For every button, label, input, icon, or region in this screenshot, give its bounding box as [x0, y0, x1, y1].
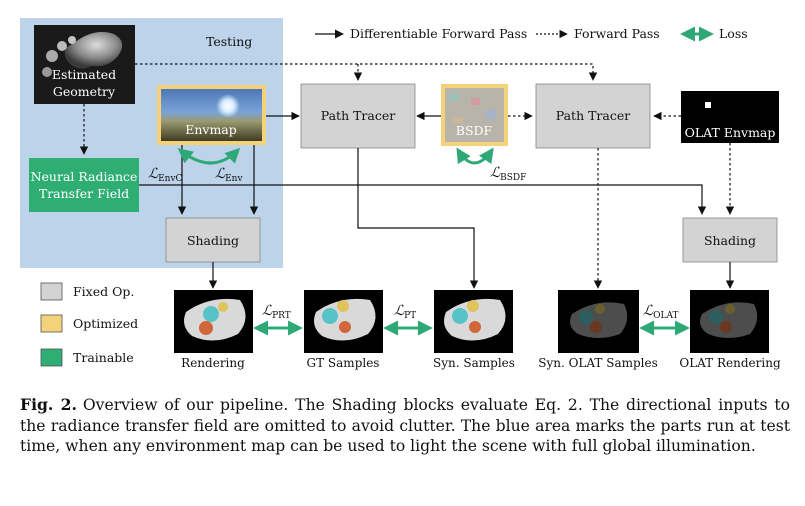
legend-differentiable: Differentiable Forward Pass — [350, 26, 527, 41]
legend-loss: Loss — [719, 26, 748, 41]
nrtf-label-line2: Transfer Field — [39, 186, 129, 201]
olat-rendering-caption: OLAT Rendering — [679, 356, 781, 370]
figure-caption: Fig. 2.Overview of our pipeline. The Sha… — [20, 395, 790, 457]
caption-text: Overview of our pipeline. The Shading bl… — [20, 396, 790, 455]
olat-rendering-image: OLAT Rendering — [679, 290, 781, 370]
caption-label: Fig. 2. — [20, 395, 77, 414]
bsdf-loss-loop — [456, 147, 494, 165]
envmap-loss-loop — [177, 147, 241, 165]
bsdf-node: BSDF — [441, 84, 508, 146]
gt-caption: GT Samples — [307, 356, 380, 370]
shading-left-label: Shading — [187, 233, 239, 248]
loss-pt: ℒPT — [394, 303, 416, 321]
legend-optimized: Optimized — [73, 316, 138, 331]
geometry-label-line1: Estimated — [52, 67, 116, 82]
node-legend: Fixed Op. Optimized Trainable — [40, 282, 138, 367]
rendering-caption: Rendering — [181, 356, 245, 370]
geometry-label-line2: Geometry — [53, 84, 116, 99]
path-tracer-left-label: Path Tracer — [321, 108, 396, 123]
pipeline-diagram: Testing Differentiable Forward Pass Forw… — [20, 18, 781, 370]
olat-envmap-label: OLAT Envmap — [685, 125, 776, 140]
olat-envmap-node: OLAT Envmap — [681, 91, 779, 143]
loss-bsdf: ℒBSDF — [490, 165, 526, 183]
shading-left — [165, 217, 261, 263]
syn-caption: Syn. Samples — [433, 356, 515, 370]
bsdf-label: BSDF — [456, 123, 493, 138]
gt-image: GT Samples — [304, 290, 383, 370]
shading-right-label: Shading — [704, 233, 756, 248]
path-tracer-right-label: Path Tracer — [556, 108, 631, 123]
testing-label: Testing — [206, 34, 252, 49]
loss-prt: ℒPRT — [262, 303, 291, 321]
nrtf-node — [29, 158, 139, 212]
envmap-node: Envmap — [157, 85, 266, 145]
pipeline-figure: Testing Differentiable Forward Pass Forw… — [20, 18, 781, 370]
path-tracer-left — [300, 83, 416, 149]
syn-image: Syn. Samples — [433, 290, 515, 370]
shading-right — [682, 217, 778, 263]
nrtf-label-line1: Neural Radiance — [31, 169, 138, 184]
flow-arrows — [139, 111, 735, 289]
envmap-label: Envmap — [185, 122, 237, 137]
syn-olat-caption: Syn. OLAT Samples — [538, 356, 658, 370]
path-tracer-right — [535, 83, 651, 149]
top-legend: Differentiable Forward Pass Forward Pass… — [315, 26, 748, 42]
estimated-geometry: Estimated Geometry — [34, 25, 135, 104]
forward-arrows — [79, 63, 735, 289]
loss-olat: ℒOLAT — [643, 303, 678, 321]
legend-fixed: Fixed Op. — [73, 284, 134, 299]
legend-forward: Forward Pass — [574, 26, 660, 41]
loss-env: ℒEnv — [215, 166, 243, 184]
syn-olat-image: Syn. OLAT Samples — [538, 290, 658, 370]
loss-envc: ℒEnvC — [148, 166, 183, 184]
rendering-image: Rendering — [174, 290, 253, 370]
legend-trainable: Trainable — [73, 350, 134, 365]
